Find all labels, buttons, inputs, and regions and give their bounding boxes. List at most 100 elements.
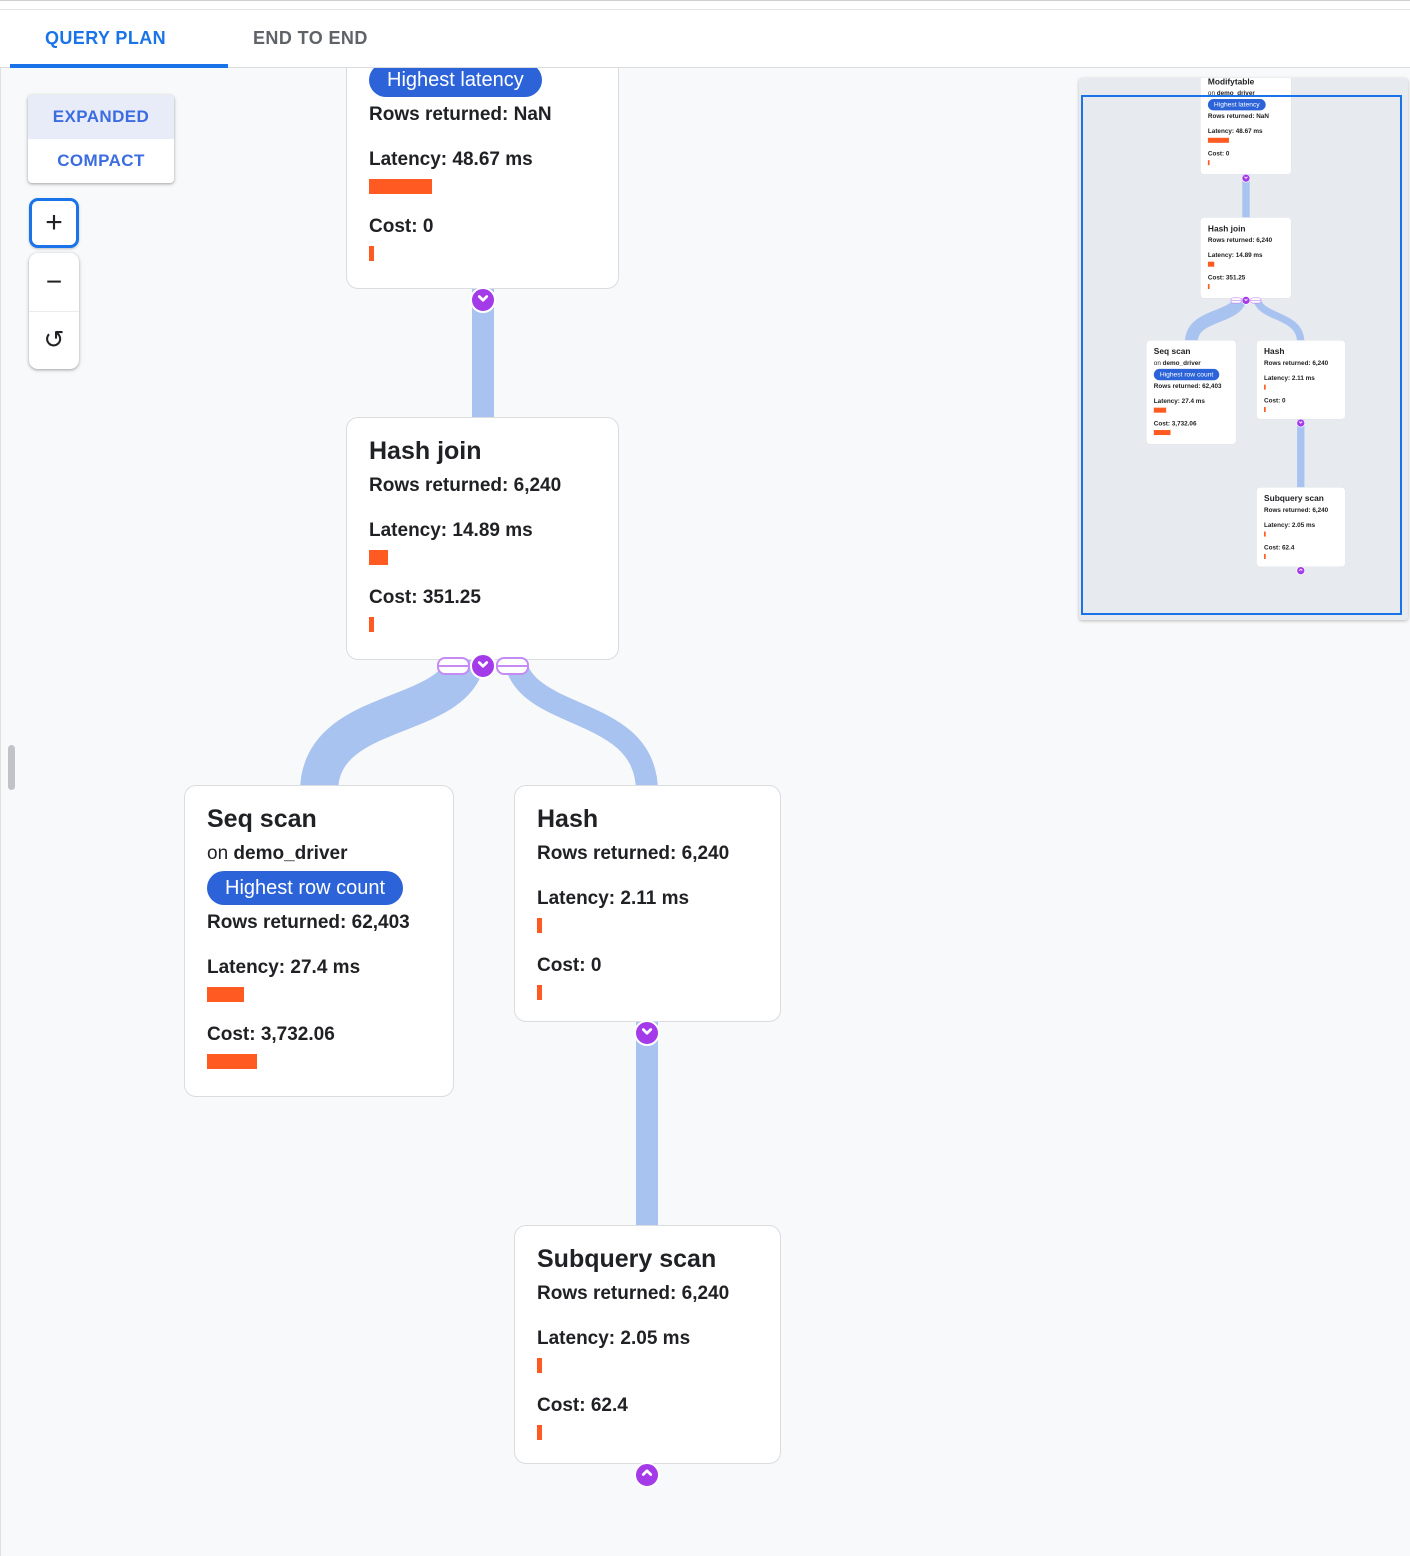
minimap-node-title: Hash join (1207, 223, 1246, 234)
collapsed-edge-right (496, 657, 529, 675)
minimap-collapse-toggle-hash (1296, 418, 1306, 428)
latency: Latency: 14.89 ms (369, 520, 533, 541)
compact-button[interactable]: COMPACT (57, 151, 145, 170)
latency: Latency: 48.67 ms (369, 149, 533, 170)
minus-icon: − (45, 265, 63, 297)
query-plan-canvas[interactable]: Modifytable on demo_driver Highest laten… (0, 68, 1410, 1556)
chevron-down-icon (474, 655, 492, 678)
cost: Cost: 0 (537, 955, 602, 976)
minimap-node-title: Seq scan (1153, 346, 1191, 357)
node-title: Hash (537, 805, 599, 833)
node-modifytable[interactable]: Modifytable on demo_driver Highest laten… (346, 68, 619, 289)
minimap-collapsed-edge-left (1230, 297, 1242, 304)
query-plan-graph: Modifytable on demo_driver Highest laten… (1, 68, 1410, 1556)
view-mode-toggle: EXPANDED COMPACT (28, 95, 174, 183)
minimap-latency: Latency: 48.67 ms (1207, 127, 1263, 135)
minimap-cost: Cost: 0 (1264, 396, 1286, 404)
zoom-in-button[interactable]: + (29, 198, 79, 248)
minimap-cost: Cost: 62.4 (1264, 543, 1295, 551)
node-hash-join[interactable]: Hash join Rows returned: 6,240 Latency: … (346, 417, 619, 660)
minimap-latency: Latency: 14.89 ms (1207, 251, 1263, 259)
left-scrollbar-thumb[interactable] (8, 745, 15, 790)
minimap-rows-returned: Rows returned: 6,240 (1207, 236, 1273, 244)
cost-bar (207, 1054, 257, 1069)
latency: Latency: 2.05 ms (537, 1328, 691, 1349)
minimap-latency: Latency: 2.05 ms (1264, 521, 1316, 529)
node-subquery-scan[interactable]: Subquery scan Rows returned: 6,240 Laten… (514, 1225, 781, 1464)
rows-returned: Rows returned: 62,403 (207, 912, 410, 933)
rows-returned: Rows returned: 6,240 (537, 843, 730, 864)
node-table: on demo_driver (207, 843, 348, 864)
divider (29, 310, 79, 312)
latency-bar (207, 987, 244, 1002)
cost: Cost: 351.25 (369, 587, 481, 608)
minimap-highest-latency-badge: Highest latency (1207, 99, 1266, 111)
cost-bar (537, 1425, 542, 1440)
expanded-button[interactable]: EXPANDED (28, 95, 174, 139)
minimap-cost: Cost: 3,732.06 (1153, 420, 1197, 428)
node-title: Subquery scan (537, 1245, 717, 1273)
minimap-latency: Latency: 27.4 ms (1153, 397, 1205, 405)
node-seq-scan[interactable]: Seq scan on demo_driver Highest row coun… (184, 785, 454, 1097)
cost: Cost: 0 (369, 216, 434, 237)
node-hash[interactable]: Hash Rows returned: 6,240 Latency: 2.11 … (514, 785, 781, 1022)
node-title: Seq scan (207, 805, 317, 833)
active-tab-indicator (10, 64, 228, 68)
minimap-node-table: on demo_driver (1207, 89, 1255, 97)
minimap-rows-returned: Rows returned: 62,403 (1153, 382, 1222, 390)
node-title: Hash join (369, 437, 482, 465)
minimap-collapsed-edge-right (1250, 297, 1262, 304)
tab-bar: QUERY PLAN END TO END (0, 10, 1410, 68)
minimap-node-modifytable: Modifytable on demo_driver Highest laten… (1200, 78, 1292, 175)
latency-bar (369, 179, 432, 194)
plus-icon: + (45, 206, 63, 239)
rows-returned: Rows returned: NaN (369, 104, 552, 125)
tab-end-to-end[interactable]: END TO END (253, 28, 368, 48)
cost-bar (369, 246, 374, 261)
zoom-reset-button[interactable]: ↺ (29, 312, 79, 370)
minimap-node-title: Subquery scan (1264, 493, 1324, 504)
minimap-latency: Latency: 2.11 ms (1264, 374, 1315, 382)
collapse-toggle-modifytable[interactable] (470, 287, 496, 313)
highest-latency-badge: Highest latency (369, 68, 542, 97)
minimap-rows-returned: Rows returned: 6,240 (1264, 359, 1329, 367)
collapse-toggle-hash[interactable] (634, 1020, 660, 1046)
window-top-strip (0, 0, 1410, 10)
zoom-controls: − ↺ (29, 253, 79, 369)
collapse-toggle-hash-join[interactable] (470, 653, 496, 679)
latency-bar (537, 918, 542, 933)
collapse-toggle-subquery-scan[interactable] (634, 1462, 660, 1488)
minimap-chevron-up-icon (1298, 567, 1304, 575)
latency: Latency: 2.11 ms (537, 888, 690, 909)
minimap-collapse-toggle-modifytable (1241, 173, 1251, 183)
chevron-down-icon (638, 1022, 656, 1045)
minimap-node-table: on demo_driver (1153, 359, 1201, 367)
minimap-highest-row-count-badge: Highest row count (1153, 368, 1220, 381)
cost-bar (537, 985, 542, 1000)
minimap-cost-bar (1207, 160, 1210, 166)
tab-query-plan[interactable]: QUERY PLAN (45, 28, 167, 48)
minimap-latency-bar (1264, 384, 1266, 390)
minimap-node-hash-join: Hash join Rows returned: 6,240 Latency: … (1200, 217, 1292, 299)
minimap-latency-bar (1153, 407, 1167, 413)
minimap-viewport[interactable] (1081, 95, 1402, 615)
latency-bar (369, 550, 388, 565)
minimap-node-title: Hash (1264, 346, 1285, 357)
latency: Latency: 27.4 ms (207, 957, 361, 978)
minimap-collapse-toggle-hash-join (1241, 296, 1251, 305)
minimap-cost-bar (1264, 553, 1266, 559)
minimap-chevron-down-icon (1243, 174, 1249, 182)
latency-bar (537, 1358, 542, 1373)
cost-bar (369, 617, 374, 632)
minimap-node-seq-scan: Seq scan on demo_driver Highest row coun… (1146, 340, 1237, 445)
minimap-node-title: Modifytable (1207, 78, 1255, 87)
minimap-cost-bar (1264, 406, 1266, 412)
zoom-out-button[interactable]: − (29, 253, 79, 311)
rows-returned: Rows returned: 6,240 (369, 475, 562, 496)
minimap-latency-bar (1207, 261, 1215, 267)
minimap-cost: Cost: 351.25 (1207, 274, 1246, 282)
chevron-up-icon (638, 1464, 656, 1487)
minimap[interactable]: Modifytable on demo_driver Highest laten… (1079, 78, 1408, 620)
minimap-cost-bar (1153, 430, 1171, 436)
